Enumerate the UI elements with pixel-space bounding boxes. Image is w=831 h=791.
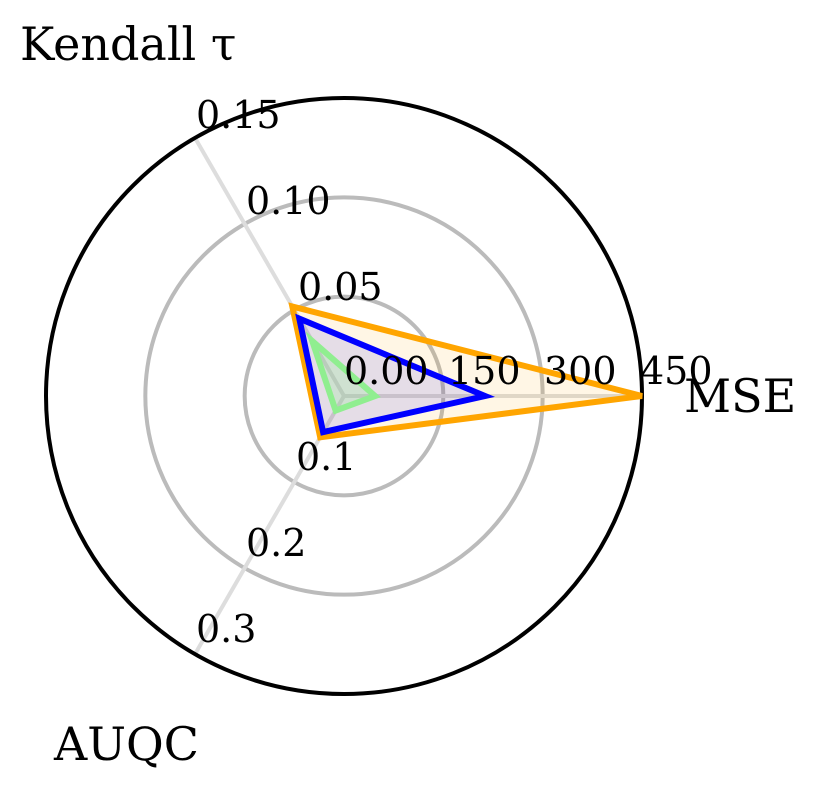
tick-label: 0.1 [296,435,356,479]
tick-label: 150 [448,349,521,393]
series-line-0 [288,302,643,441]
tick-label: 300 [544,349,617,393]
axis-name-0: MSE [684,369,796,423]
tick-label: 0.05 [298,265,383,309]
tick-label: 0.15 [196,93,281,137]
tick-label: 0.00 [344,349,429,393]
axis-name-1: Kendall τ [20,17,236,71]
series-line-1 [295,313,495,436]
tick-label: 0.10 [246,179,331,223]
tick-label: 0.2 [246,521,306,565]
tick-label: 450 [640,349,713,393]
series-line-2 [305,331,381,415]
tick-label: 0.3 [196,607,256,651]
axis-name-2: AUQC [53,717,199,771]
